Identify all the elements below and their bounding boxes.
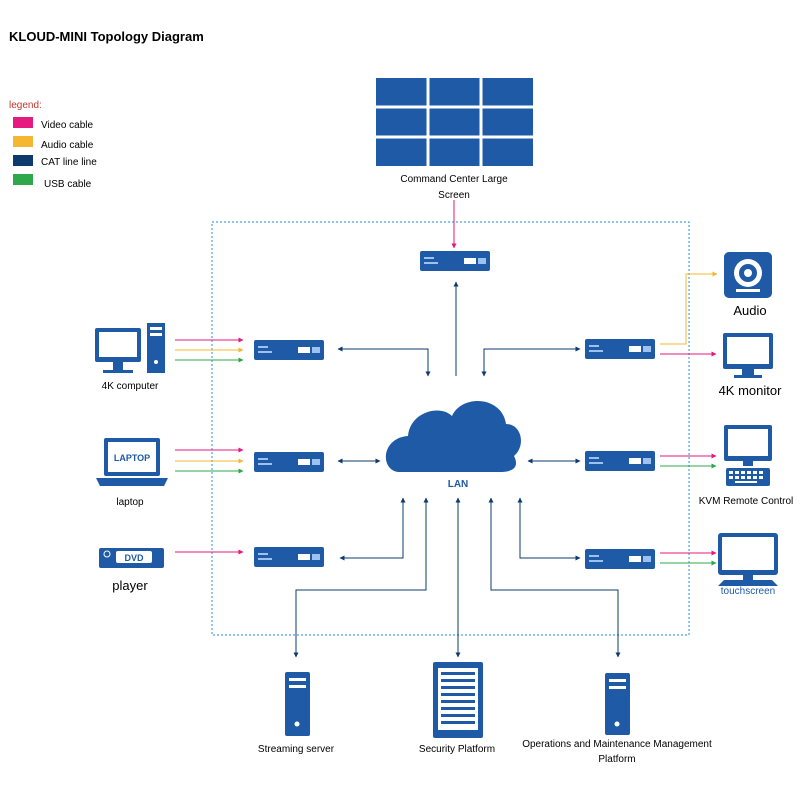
monitor-label: 4K monitor bbox=[719, 383, 783, 398]
computer-label: 4K computer bbox=[102, 381, 159, 392]
source-links bbox=[175, 337, 244, 555]
legend-swatch-usb bbox=[13, 174, 33, 185]
laptop-icon: LAPTOP bbox=[96, 438, 168, 486]
dvd-player-icon: DVD bbox=[99, 548, 164, 568]
encoder-computer bbox=[254, 340, 324, 360]
audio-label: Audio bbox=[733, 303, 766, 318]
streaming-server-icon bbox=[285, 672, 310, 736]
decoder-touchscreen bbox=[585, 549, 655, 569]
legend-label-audio: Audio cable bbox=[41, 140, 94, 151]
decoder-kvm bbox=[585, 451, 655, 471]
legend-swatch-video bbox=[13, 117, 33, 128]
touchscreen-icon bbox=[718, 533, 778, 586]
computer-icon bbox=[95, 323, 165, 373]
dvd-badge-text: DVD bbox=[124, 553, 144, 563]
kvm-label: KVM Remote Control bbox=[699, 496, 793, 507]
cat-links bbox=[293, 281, 621, 658]
lan-label: LAN bbox=[448, 479, 469, 490]
large-screen-label-line2: Screen bbox=[438, 190, 470, 201]
legend-swatch-audio bbox=[13, 136, 33, 147]
legend-label-cat: CAT line line bbox=[41, 157, 97, 168]
legend-swatch-cat bbox=[13, 155, 33, 166]
touchscreen-label: touchscreen bbox=[721, 586, 775, 597]
streaming-label: Streaming server bbox=[258, 744, 335, 755]
destination-links bbox=[660, 271, 718, 566]
legend-heading: legend: bbox=[9, 100, 42, 111]
laptop-screen-text: LAPTOP bbox=[114, 453, 150, 463]
kvm-icon bbox=[724, 425, 772, 486]
security-server-icon bbox=[433, 662, 483, 738]
speaker-icon bbox=[724, 252, 772, 298]
monitor-icon bbox=[723, 333, 773, 378]
network-boundary bbox=[211, 221, 690, 636]
large-screen-label-line1: Command Center Large bbox=[400, 174, 508, 185]
large-screen-icon bbox=[376, 78, 533, 166]
diagram-title: KLOUD-MINI Topology Diagram bbox=[9, 29, 204, 44]
encoder-laptop bbox=[254, 452, 324, 472]
laptop-label: laptop bbox=[116, 497, 144, 508]
ops-label-line1: Operations and Maintenance Management bbox=[522, 739, 712, 750]
legend-label-video: Video cable bbox=[41, 120, 94, 131]
decoder-top bbox=[420, 251, 490, 271]
encoder-player bbox=[254, 547, 324, 567]
player-label: player bbox=[112, 578, 148, 593]
ops-server-icon bbox=[605, 673, 630, 735]
ops-label-line2: Platform bbox=[598, 754, 635, 765]
legend-label-usb: USB cable bbox=[44, 179, 92, 190]
security-label: Security Platform bbox=[419, 744, 495, 755]
lan-cloud-icon bbox=[385, 401, 521, 472]
decoder-audio-monitor bbox=[585, 339, 655, 359]
legend: legend: Video cable Audio cable CAT line… bbox=[9, 100, 97, 190]
